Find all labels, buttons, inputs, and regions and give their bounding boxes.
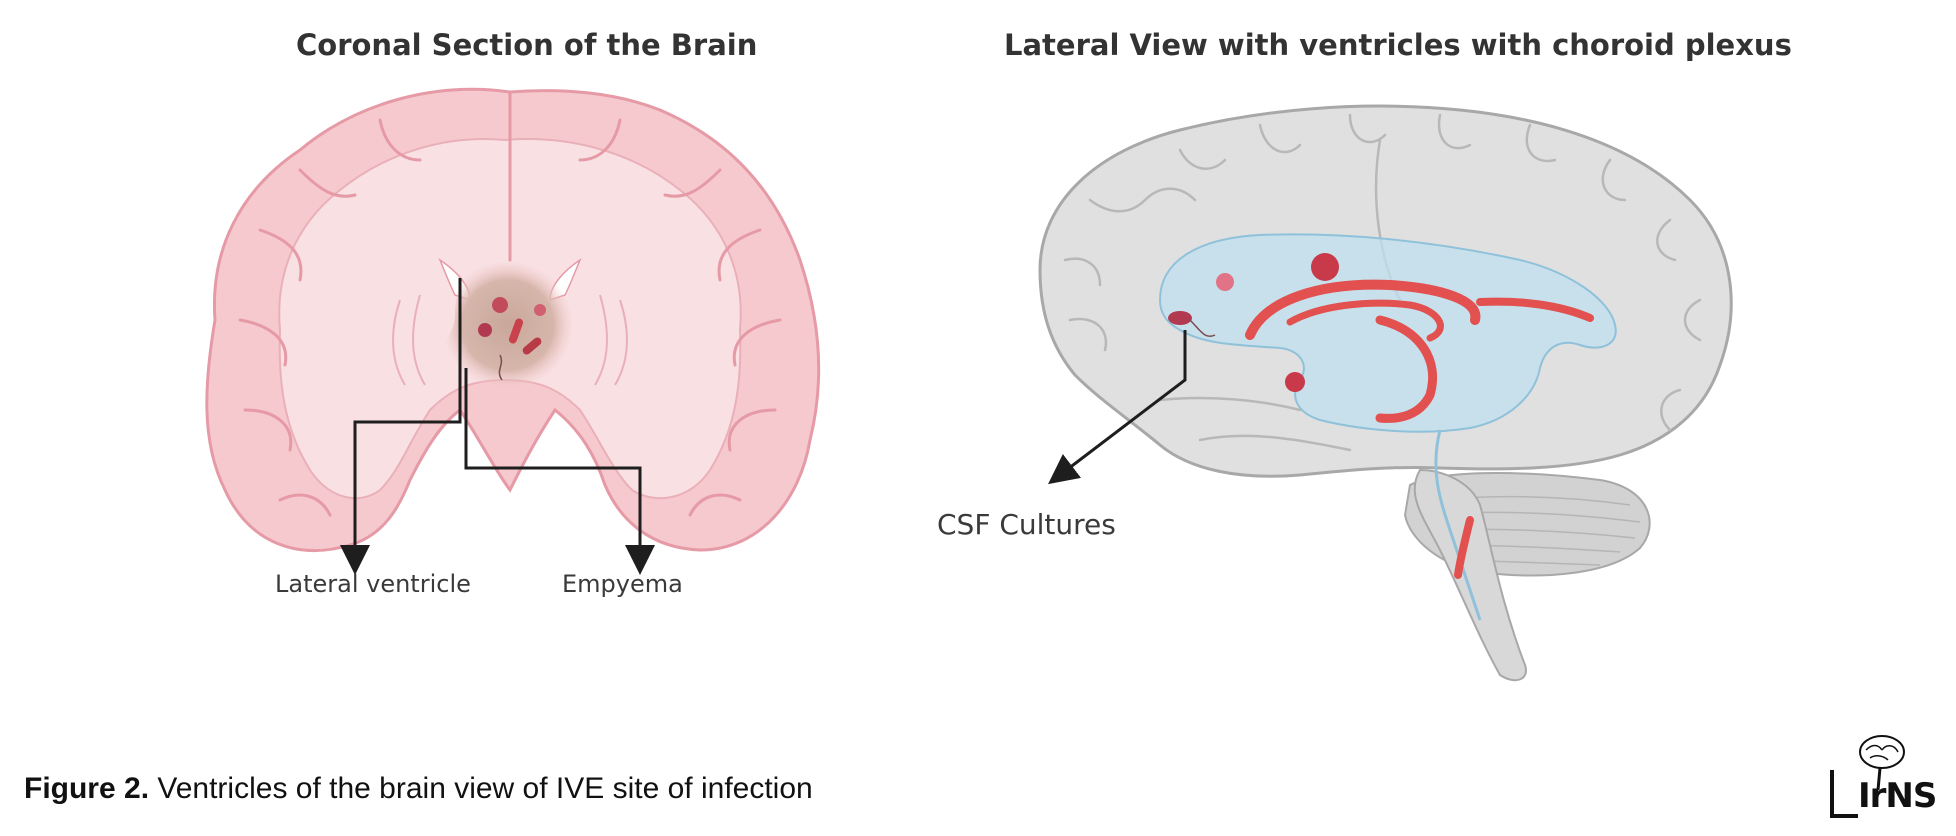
coronal-brain-illustration: [205, 87, 821, 552]
microbes-lateral: [1168, 253, 1339, 392]
choroid-plexus: [1245, 279, 1594, 579]
lateral-view-title: Lateral View with ventricles with choroi…: [1004, 28, 1792, 62]
figure-number: Figure 2.: [24, 772, 150, 805]
lateral-ventricles: [1158, 233, 1617, 433]
csf-cultures-label: CSF Cultures: [937, 508, 1116, 541]
coronal-section-title: Coronal Section of the Brain: [296, 28, 758, 62]
csf-leader-line: [1048, 330, 1187, 485]
fourth-ventricle-channel: [1434, 429, 1482, 621]
lateral-ventricle-label: Lateral ventricle: [275, 570, 471, 598]
coronal-leader-lines: [340, 278, 655, 575]
brain-logo-icon: [1830, 735, 1905, 818]
microbes-coronal: [478, 297, 546, 381]
logo-text: IrNS: [1858, 776, 1937, 816]
figure-caption-text: Ventricles of the brain view of IVE site…: [157, 772, 813, 805]
empyema-region: [442, 260, 574, 390]
brainstem: [1413, 468, 1527, 682]
figure-caption: Figure 2. Ventricles of the brain view o…: [24, 772, 813, 806]
lateral-brain-illustration: [1038, 104, 1733, 682]
empyema-label: Empyema: [562, 570, 683, 598]
